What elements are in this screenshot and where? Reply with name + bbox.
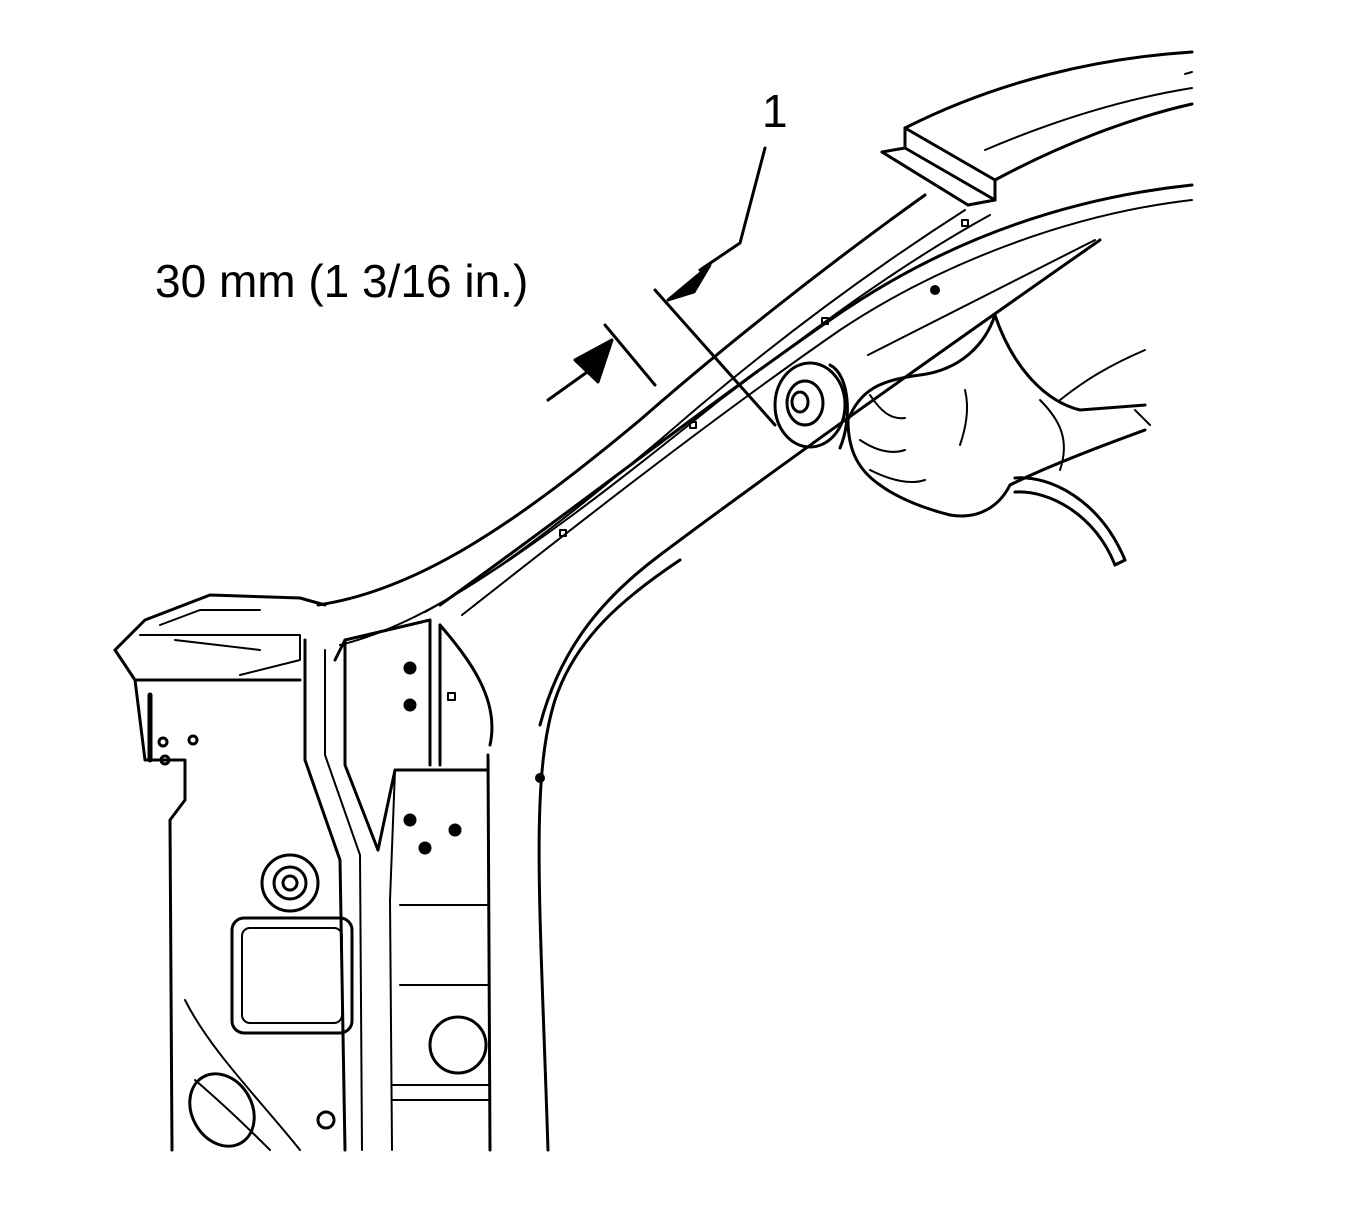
weld-marks [535, 219, 969, 783]
callout-number: 1 [762, 85, 788, 137]
cut-line [653, 288, 777, 427]
dimension-arrow-icon [546, 368, 592, 402]
dimension-annotation [546, 146, 777, 427]
a-pillar [316, 183, 1194, 1152]
leader-arrow-icon [698, 146, 767, 272]
hand-icon [846, 313, 1151, 567]
hinge-pillar [303, 618, 490, 1152]
roof-rail [880, 50, 1194, 207]
dimension-label: 30 mm (1 3/16 in.) [155, 255, 529, 307]
cutting-wheel-icon [773, 361, 849, 450]
cowl-panel [113, 593, 354, 1152]
dimension-extension-line [603, 323, 657, 387]
